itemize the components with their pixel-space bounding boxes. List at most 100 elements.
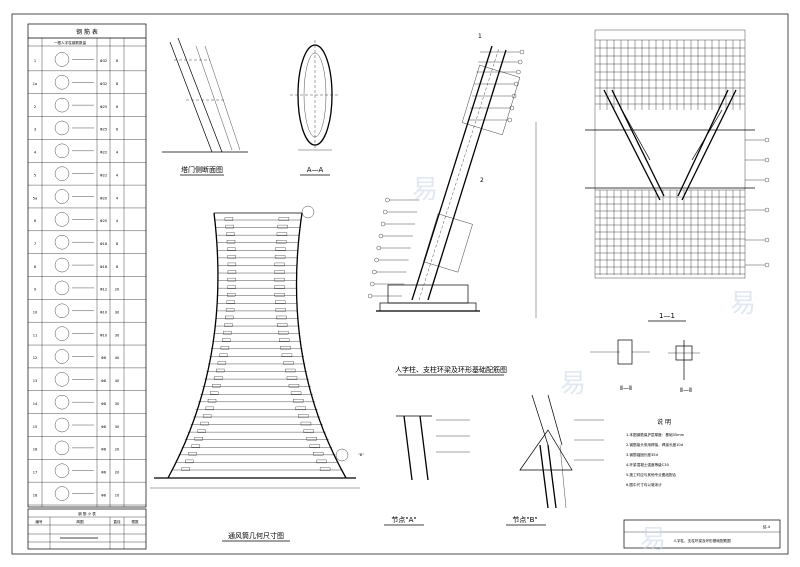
rebar-mark-icon bbox=[764, 262, 770, 268]
section-II-title: Ⅱ—Ⅱ bbox=[620, 385, 632, 392]
schedule-row-dia: Φ16 bbox=[100, 265, 108, 269]
title-block: 结-4 人字柱、支柱环梁及环形基础配筋图 bbox=[623, 519, 781, 549]
ring-label-box bbox=[225, 315, 234, 320]
schedule-row-no: 10 bbox=[33, 311, 38, 315]
ring-label-box bbox=[274, 262, 285, 267]
section-mark-2: 2 bbox=[480, 177, 484, 184]
watermark-glyph: 易 bbox=[412, 175, 438, 205]
ring-label-box bbox=[181, 467, 190, 471]
rebar-sketch-icon bbox=[54, 143, 70, 158]
rebar-sketch-icon bbox=[54, 486, 70, 501]
schedule-row-count: 8 bbox=[116, 82, 119, 86]
schedule-row-dia: Φ6 bbox=[101, 448, 107, 452]
tower-profile-title: 通风筒几何尺寸图 bbox=[228, 531, 284, 540]
schedule-row-count: 8 bbox=[116, 242, 119, 246]
schedule-row-count: 30 bbox=[115, 311, 120, 315]
ring-label-box bbox=[274, 285, 285, 289]
notes-block: 说 明 1.本图钢筋保护层厚度：基础35mm 2.钢筋接头采用焊接，焊接长度10… bbox=[626, 418, 685, 487]
ring-label-box bbox=[217, 361, 227, 365]
rebar-mark-icon bbox=[372, 269, 377, 275]
section-mark-1: 1 bbox=[478, 33, 482, 40]
note-line-4: 4.环梁混凝土强度等级C30 bbox=[626, 462, 670, 467]
schedule-row-no: 3 bbox=[34, 128, 36, 132]
small-schedule-col-dia: 直径 bbox=[113, 519, 121, 524]
ring-label-box bbox=[222, 338, 231, 342]
ring-label-box bbox=[227, 270, 237, 274]
node-b-drawing: 节点"B" bbox=[506, 394, 604, 526]
sheet-border bbox=[11, 13, 789, 555]
door-section-title: 塔门侧断面图 bbox=[181, 165, 223, 174]
schedule-row-no: 9 bbox=[34, 288, 37, 292]
schedule-row-dia: Φ18 bbox=[100, 242, 108, 246]
rebar-mark-icon bbox=[519, 49, 525, 55]
schedule-row-no: 1a bbox=[33, 82, 38, 86]
ring-label-box bbox=[219, 353, 228, 358]
schedule-row-count: 20 bbox=[115, 470, 120, 474]
schedule-row-dia: Φ8 bbox=[101, 425, 107, 429]
ring-label-box bbox=[226, 300, 235, 304]
node-a-title: 节点"A" bbox=[391, 516, 416, 524]
ring-label-box bbox=[207, 399, 217, 403]
rebar-sketch-icon bbox=[54, 463, 70, 478]
rebar-sketch-icon bbox=[54, 326, 70, 341]
callout-b-marker bbox=[335, 448, 349, 462]
ring-label-box bbox=[194, 437, 203, 441]
ring-label-box bbox=[191, 444, 200, 448]
schedule-row-count: 4 bbox=[116, 196, 119, 200]
column-foundation-drawing: 1 2 人字柱、支柱环梁及环形基础配筋图 bbox=[367, 33, 537, 376]
schedule-row-no: 18 bbox=[33, 493, 38, 497]
ring-label-box bbox=[293, 399, 304, 403]
watermark-glyph: 易 bbox=[640, 525, 666, 555]
ring-label-box bbox=[227, 255, 236, 259]
ring-label-box bbox=[316, 459, 327, 464]
small-schedule-col-sketch: 简图 bbox=[76, 519, 84, 524]
rebar-mark-icon bbox=[376, 245, 381, 251]
small-schedule-col-no: 编号 bbox=[35, 519, 43, 524]
ring-label-box bbox=[227, 247, 236, 251]
schedule-row-count: 4 bbox=[116, 173, 119, 177]
ring-label-box bbox=[226, 232, 235, 236]
ring-label-box bbox=[202, 414, 212, 418]
schedule-row-no: 1 bbox=[34, 59, 36, 63]
tower-profile-drawing: "B" 通风筒几何尺寸图 bbox=[150, 205, 364, 542]
schedule-row-dia: Φ8 bbox=[101, 379, 107, 383]
schedule-row-count: 10 bbox=[115, 493, 120, 497]
schedule-row-no: 4 bbox=[34, 151, 37, 155]
notes-title: 说 明 bbox=[657, 418, 671, 426]
note-line-5: 5.施工时应与其他专业图纸配合 bbox=[626, 472, 677, 477]
rebar-mark-icon bbox=[507, 117, 512, 123]
ring-label-box bbox=[220, 346, 230, 350]
schedule-row-count: 40 bbox=[115, 379, 120, 383]
rebar-mark-icon bbox=[367, 293, 373, 299]
schedule-row-dia: Φ20 bbox=[100, 219, 108, 223]
schedule-row-count: 4 bbox=[116, 219, 119, 223]
ring-label-box bbox=[278, 217, 290, 221]
schedule-row-no: 5a bbox=[33, 196, 38, 200]
rebar-mark-icon bbox=[370, 281, 375, 287]
schedule-row-dia: Φ22 bbox=[100, 151, 107, 155]
ring-label-box bbox=[227, 262, 237, 267]
schedule-row-no: 16 bbox=[33, 448, 38, 452]
ring-label-box bbox=[281, 353, 293, 358]
node-b-title: 节点"B" bbox=[512, 516, 537, 524]
section-II-drawing: Ⅱ—Ⅱ Ⅱ—Ⅱ bbox=[590, 339, 700, 394]
ring-label-box bbox=[276, 315, 287, 320]
schedule-row-dia: Φ10 bbox=[100, 333, 108, 337]
ring-label-box bbox=[224, 323, 233, 327]
rebar-sketch-icon bbox=[54, 372, 70, 387]
ring-label-box bbox=[210, 391, 219, 395]
rebar-mark-icon bbox=[514, 81, 519, 87]
ring-label-box bbox=[276, 232, 288, 236]
